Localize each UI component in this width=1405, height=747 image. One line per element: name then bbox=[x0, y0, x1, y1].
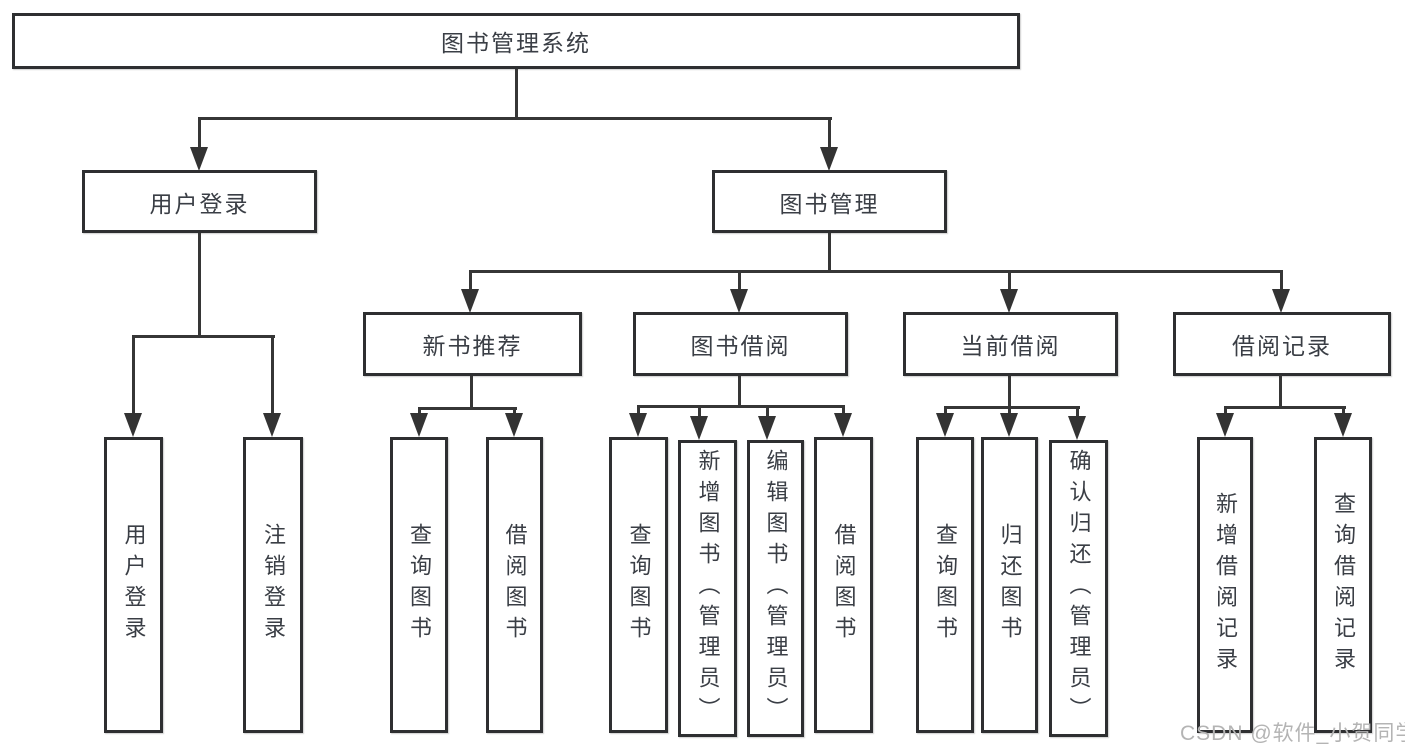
connector-line bbox=[944, 406, 947, 417]
root-label: 图书管理系统 bbox=[441, 30, 591, 56]
connector-line bbox=[132, 335, 275, 338]
arrow-down-icon bbox=[124, 413, 142, 437]
box-book-borrow: 图书借阅 bbox=[633, 312, 848, 376]
leaf-box-borrow-books: 借阅图书 bbox=[814, 437, 873, 733]
box-borrow-records-label: 借阅记录 bbox=[1232, 333, 1332, 359]
connector-line bbox=[1279, 375, 1282, 408]
arrow-down-icon bbox=[1216, 413, 1234, 437]
connector-line bbox=[1280, 270, 1283, 292]
box-user-login-label: 用户登录 bbox=[149, 190, 250, 217]
connector-line bbox=[944, 406, 1080, 409]
leaf-label: 用户登录 bbox=[121, 523, 147, 647]
connector-line bbox=[515, 69, 518, 120]
connector-line bbox=[1224, 406, 1227, 417]
watermark: CSDN @软件_小贺同学 bbox=[1180, 722, 1405, 745]
leaf-label: 查询借阅记录 bbox=[1331, 492, 1356, 678]
connector-line bbox=[132, 335, 135, 419]
box-book-borrow-label: 图书借阅 bbox=[690, 333, 791, 359]
leaf-box-add-borrow-record: 新增借阅记录 bbox=[1197, 437, 1253, 733]
box-book-management-label: 图书管理 bbox=[779, 190, 880, 217]
box-book-management: 图书管理 bbox=[712, 170, 947, 233]
root-box-system: 图书管理系统 bbox=[12, 13, 1020, 69]
connector-line bbox=[828, 233, 831, 273]
connector-line bbox=[198, 117, 832, 120]
leaf-label: 新增借阅记录 bbox=[1213, 492, 1238, 678]
connector-line bbox=[469, 270, 1283, 273]
connector-line bbox=[1076, 406, 1079, 419]
leaf-box-return-books: 归还图书 bbox=[981, 437, 1038, 733]
leaf-label: 注销登录 bbox=[261, 523, 286, 647]
leaf-label: 查询图书 bbox=[626, 523, 652, 647]
box-current-borrow-label: 当前借阅 bbox=[960, 333, 1061, 359]
leaf-box-add-books-admin: 新增图书（管理员） bbox=[678, 440, 737, 737]
connector-line bbox=[766, 405, 769, 419]
arrow-down-icon bbox=[1000, 289, 1018, 313]
arrow-down-icon bbox=[936, 413, 954, 437]
connector-line bbox=[698, 405, 701, 419]
connector-line bbox=[1008, 376, 1011, 408]
arrow-down-icon bbox=[834, 413, 852, 437]
connector-line bbox=[828, 117, 831, 158]
connector-line bbox=[469, 270, 472, 292]
connector-line bbox=[637, 405, 845, 408]
leaf-label: 查询图书 bbox=[933, 523, 958, 647]
arrow-down-icon bbox=[190, 147, 208, 171]
connector-line bbox=[738, 270, 741, 292]
connector-line bbox=[1008, 270, 1011, 292]
arrow-down-icon bbox=[690, 416, 708, 440]
arrow-down-icon bbox=[1068, 416, 1086, 440]
leaf-label: 归还图书 bbox=[997, 523, 1023, 647]
arrow-down-icon bbox=[629, 413, 647, 437]
leaf-box-query-books-current: 查询图书 bbox=[916, 437, 974, 733]
leaf-box-confirm-return-admin: 确认归还（管理员） bbox=[1049, 440, 1108, 737]
connector-line bbox=[198, 117, 201, 158]
arrow-down-icon bbox=[1272, 289, 1290, 313]
arrow-down-icon bbox=[505, 413, 523, 437]
leaf-label: 借阅图书 bbox=[831, 523, 857, 647]
leaf-label: 借阅图书 bbox=[502, 523, 528, 647]
leaf-label: 确认归还（管理员） bbox=[1066, 449, 1092, 728]
arrow-down-icon bbox=[461, 289, 479, 313]
box-new-book-recommend: 新书推荐 bbox=[363, 312, 582, 376]
box-current-borrow: 当前借阅 bbox=[903, 312, 1118, 376]
connector-line bbox=[470, 376, 473, 409]
leaf-box-query-borrow-record: 查询借阅记录 bbox=[1314, 437, 1372, 733]
arrow-down-icon bbox=[263, 413, 281, 437]
leaf-box-user-login: 用户登录 bbox=[104, 437, 163, 733]
connector-line bbox=[1008, 406, 1011, 417]
box-borrow-records: 借阅记录 bbox=[1173, 312, 1391, 376]
box-new-book-recommend-label: 新书推荐 bbox=[422, 333, 523, 359]
leaf-box-borrow-books-recommend: 借阅图书 bbox=[486, 437, 543, 733]
leaf-box-query-books-recommend: 查询图书 bbox=[390, 437, 448, 733]
leaf-label: 新增图书（管理员） bbox=[695, 449, 721, 728]
leaf-box-edit-books-admin: 编辑图书（管理员） bbox=[747, 440, 804, 737]
arrow-down-icon bbox=[730, 289, 748, 313]
box-user-login: 用户登录 bbox=[82, 170, 317, 233]
connector-line bbox=[637, 405, 640, 417]
leaf-box-query-books-borrow: 查询图书 bbox=[609, 437, 668, 733]
connector-line bbox=[271, 335, 274, 419]
arrow-down-icon bbox=[1000, 413, 1018, 437]
connector-line bbox=[842, 405, 845, 417]
arrow-down-icon bbox=[758, 416, 776, 440]
connector-line bbox=[1342, 406, 1345, 417]
arrow-down-icon bbox=[410, 413, 428, 437]
connector-line bbox=[1224, 406, 1346, 409]
arrow-down-icon bbox=[1334, 413, 1352, 437]
leaf-label: 查询图书 bbox=[407, 523, 432, 647]
leaf-box-logout: 注销登录 bbox=[243, 437, 303, 733]
arrow-down-icon bbox=[820, 147, 838, 171]
connector-line bbox=[738, 376, 741, 407]
connector-line bbox=[198, 233, 201, 337]
leaf-label: 编辑图书（管理员） bbox=[763, 449, 789, 728]
connector-line bbox=[418, 407, 517, 410]
